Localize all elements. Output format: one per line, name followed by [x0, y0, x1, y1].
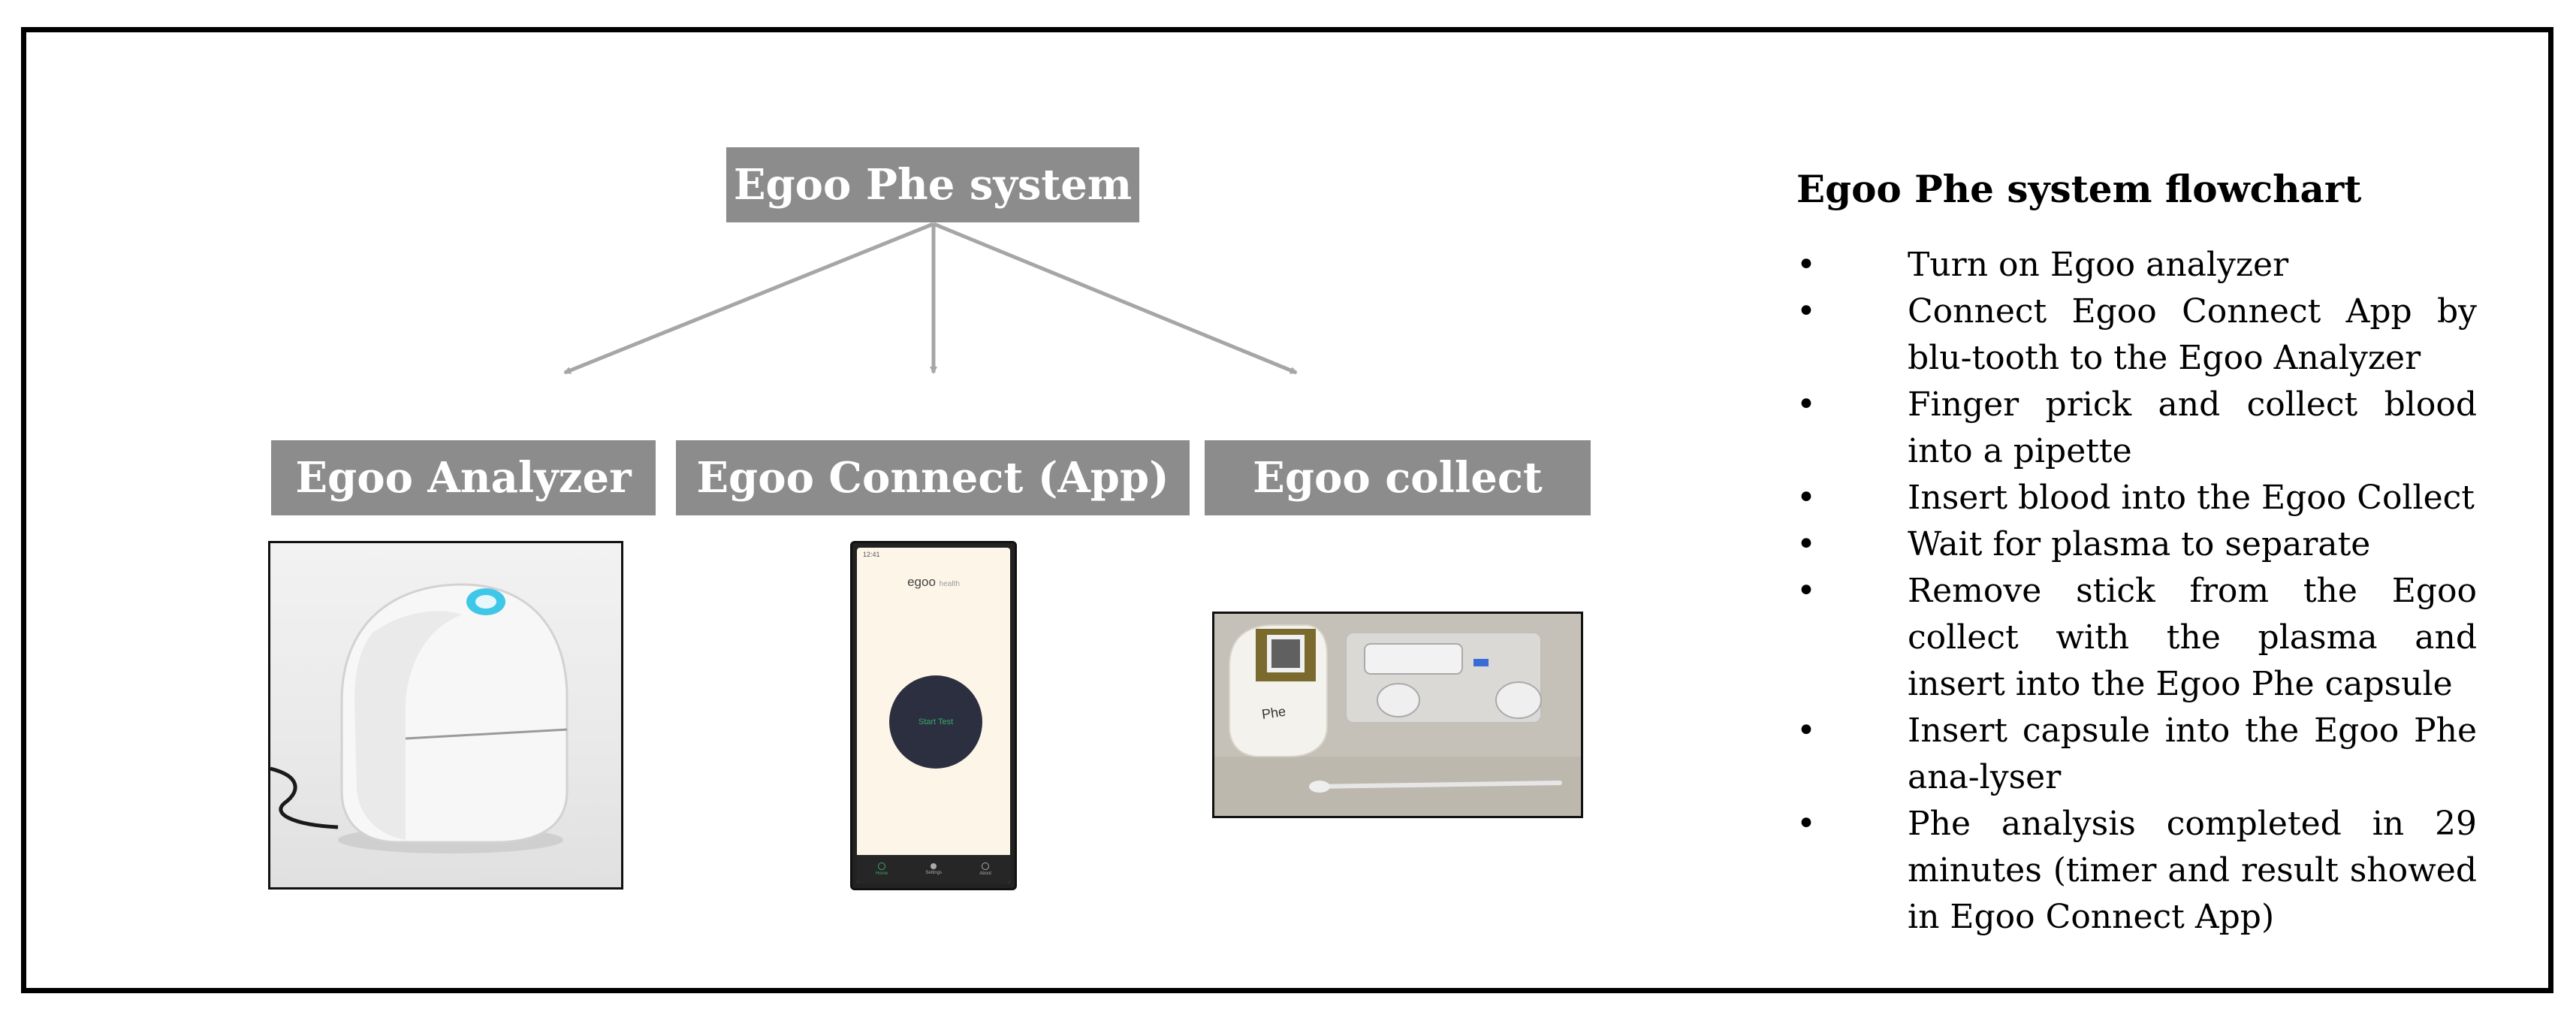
- phone-screen: 12:41 egoo health Start Test Home Settin…: [857, 548, 1010, 884]
- app-logo-suffix: health: [939, 580, 960, 588]
- nav-about[interactable]: About: [979, 862, 991, 876]
- status-bar-time: 12:41: [863, 551, 880, 558]
- start-test-button[interactable]: Start Test: [889, 675, 982, 769]
- flowchart-step: •Insert capsule into the Egoo Phe ana-ly…: [1796, 708, 2477, 801]
- flowchart-step: •Connect Egoo Connect App by blu-tooth t…: [1796, 288, 2477, 382]
- settings-icon: [931, 863, 937, 869]
- flowchart-step: •Finger prick and collect blood into a p…: [1796, 382, 2477, 475]
- flowchart-title: Egoo Phe system flowchart: [1796, 167, 2362, 211]
- flowchart-step: •Remove stick from the Egoo collect with…: [1796, 568, 2477, 708]
- flowchart-steps-list: •Turn on Egoo analyzer •Connect Egoo Con…: [1796, 242, 2477, 941]
- flowchart-step: •Phe analysis completed in 29 minutes (t…: [1796, 801, 2477, 941]
- home-icon: [878, 862, 886, 870]
- start-test-label: Start Test: [918, 717, 954, 726]
- nav-settings[interactable]: Settings: [925, 863, 942, 875]
- app-logo-brand: egoo: [907, 575, 936, 589]
- bullet-icon: •: [1796, 572, 1816, 610]
- analyzer-device-image: [270, 583, 569, 853]
- arrow-to-collect: [933, 222, 1298, 375]
- bottom-nav: Home Settings About: [857, 855, 1010, 884]
- bullet-icon: •: [1796, 525, 1816, 563]
- bullet-icon: •: [1796, 711, 1816, 750]
- capsule-label: Phe: [1261, 704, 1287, 722]
- node-egoo-analyzer: Egoo Analyzer: [271, 440, 656, 515]
- bullet-icon: •: [1796, 479, 1816, 517]
- root-node-egoo-phe-system: Egoo Phe system: [726, 147, 1139, 222]
- flowchart-step: •Insert blood into the Egoo Collect: [1796, 475, 2477, 521]
- flowchart-step: •Turn on Egoo analyzer: [1796, 242, 2477, 288]
- node-egoo-connect-app: Egoo Connect (App): [676, 440, 1190, 515]
- collect-kit-photo: Phe: [1212, 612, 1583, 818]
- bullet-icon: •: [1796, 385, 1816, 424]
- nav-home[interactable]: Home: [876, 862, 888, 876]
- bullet-icon: •: [1796, 805, 1816, 843]
- bullet-icon: •: [1796, 246, 1816, 284]
- phone-screenshot: 12:41 egoo health Start Test Home Settin…: [850, 541, 1017, 890]
- app-logo: egoo health: [857, 575, 1010, 590]
- arrow-to-analyzer: [563, 222, 934, 375]
- collect-kit-image: Phe: [1214, 614, 1581, 816]
- info-icon: [982, 862, 990, 870]
- node-egoo-collect: Egoo collect: [1205, 440, 1591, 515]
- bullet-icon: •: [1796, 292, 1816, 331]
- analyzer-photo: [268, 541, 623, 890]
- pipette: [1310, 781, 1562, 789]
- flowchart-step: •Wait for plasma to separate: [1796, 521, 2477, 568]
